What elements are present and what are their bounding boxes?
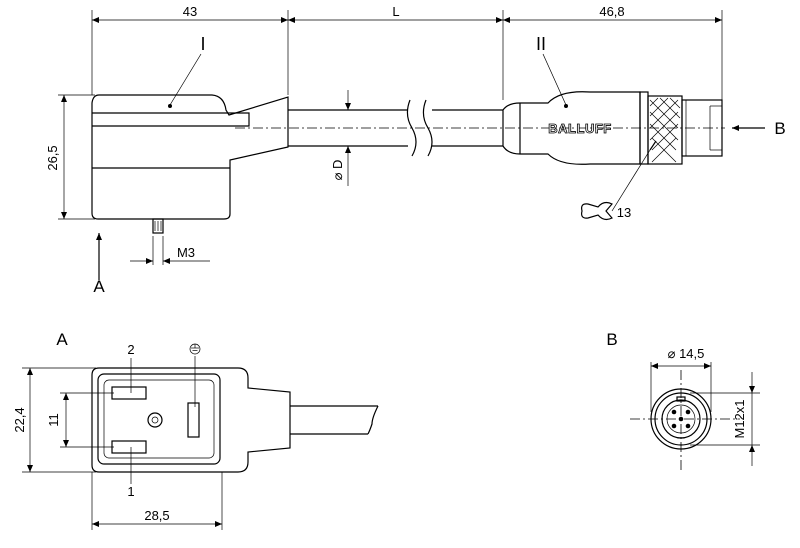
wrench-size-label: 13 [617, 205, 631, 220]
dim-43-label: 43 [183, 4, 197, 19]
contact-ground [187, 402, 200, 438]
dim-14-5-label: ⌀ 14,5 [668, 346, 705, 361]
knurled-coupling-nut [647, 95, 683, 165]
view-A: A 2 1 22,4 11 [12, 330, 379, 530]
dim-46-8-label: 46,8 [599, 4, 624, 19]
dim-26-5-label: 26,5 [45, 145, 60, 170]
dim-M12x1-label: M12x1 [732, 399, 747, 438]
dim-11-label: 11 [46, 413, 61, 427]
pin-contact [671, 423, 677, 429]
pin-contact [671, 409, 677, 415]
m12-thread [681, 99, 723, 157]
knurl-pattern [649, 97, 681, 163]
dim-28-5-label: 28,5 [144, 508, 169, 523]
pin-1-label: 1 [127, 484, 134, 499]
dim-M3-label: M3 [177, 245, 195, 260]
dim-22-4-label: 22,4 [12, 407, 27, 432]
contact-pin-1 [111, 440, 147, 454]
pin-contact [678, 416, 684, 422]
view-B-title: B [606, 330, 617, 349]
view-A-arrow-label: A [93, 277, 105, 296]
connector-face [97, 373, 221, 465]
m3-screw [152, 218, 164, 234]
pin-contact [685, 423, 691, 429]
dim-L-label: L [392, 4, 399, 19]
dim-D-label: ⌀ D [330, 160, 345, 181]
valve-connector-body [91, 94, 289, 220]
view-B: B ⌀ 14,5 M12x1 [606, 330, 760, 470]
connector-face-outline [91, 367, 291, 473]
view-A-title: A [56, 330, 68, 349]
view-B-arrow-label: B [774, 119, 785, 138]
pin-contact [685, 409, 691, 415]
part-I-label: I [200, 34, 205, 54]
wrench-icon [581, 201, 613, 221]
balluff-logo: BALLUFF [548, 121, 611, 136]
plug-outer-diameter [650, 388, 712, 450]
center-screw [147, 412, 163, 428]
contact-pin-2 [111, 386, 147, 400]
pin-2-label: 2 [127, 342, 134, 357]
side-view: 43 L 46,8 26,5 M3 A I [45, 4, 786, 296]
part-II-label: II [536, 34, 546, 54]
